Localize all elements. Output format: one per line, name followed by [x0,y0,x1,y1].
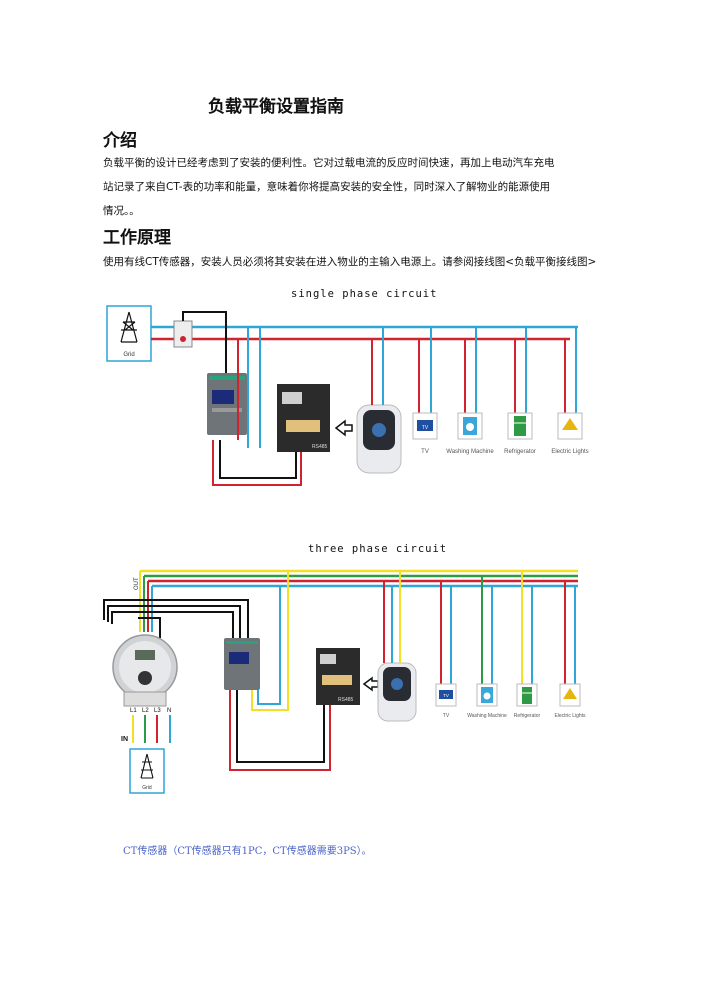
arrow-left-icon [362,676,379,692]
out-label: OUT [134,577,140,590]
power-tower-icon [140,753,154,779]
grid-label: Grid [142,785,152,791]
document-title: 负载平衡设置指南 [208,97,344,117]
arrow-left-icon [334,419,353,437]
electric-lights-label: Electric Lights [554,713,586,719]
meter-blue-wire [257,586,281,705]
intro-heading: 介绍 [103,131,137,151]
lamp-icon [563,688,577,699]
ct-clamp [180,336,186,342]
terminal-l3: L3 [154,708,161,714]
refrigerator-appliance: Refrigerator [514,683,541,719]
meter-yellow-wire [251,571,289,711]
tv-appliance: TV TV [435,683,457,719]
rs485-black-wire [219,440,297,479]
ct-wire [182,311,227,376]
tv-icon [439,690,453,699]
ev-charger [356,404,402,474]
ct-wire-1 [103,599,249,638]
tv-icon [417,420,433,431]
ev-charger [377,662,417,722]
terminal-n: N [167,708,171,714]
grid-label: Grid [123,352,134,358]
rs485-module: RS485 [316,648,360,705]
principle-paragraph: 使用有线CT传感器，安装人员必须将其安装在进入物业的主输入电源上。请参阅接线图<… [103,256,597,268]
electric-lights-appliance: Electric Lights [551,412,589,455]
rs485-label: RS485 [338,697,354,703]
washing-machine-appliance: Washing Machine [446,412,494,455]
ct-wire-4 [138,617,161,638]
refrigerator-icon [522,687,532,704]
single-phase-diagram: Grid RS485 [106,305,589,486]
washing-machine-appliance: Washing Machine [467,683,507,719]
tv-screen-label: TV [443,693,449,698]
ct-sensor-note: CT传感器（CT传感器只有1PC，CT传感器需要3PS）。 [123,846,372,857]
refrigerator-label: Refrigerator [504,449,536,455]
three-phase-diagram: OUT L1 L2 L3 N IN Grid [103,569,586,794]
washing-machine-label: Washing Machine [467,713,507,719]
tv-label: TV [443,713,450,719]
three-phase-title: three phase circuit [308,543,448,555]
principle-heading: 工作原理 [103,228,171,248]
tv-label: TV [421,449,429,455]
ct-wire-2 [107,605,241,638]
electric-lights-appliance: Electric Lights [554,683,586,719]
terminal-l2: L2 [142,708,149,714]
rs485-red-wire [229,690,331,771]
rs485-label: RS485 [312,444,328,450]
rs485-red-wire [212,440,302,486]
in-label: IN [121,736,128,743]
utility-meter [112,634,178,707]
intro-line-3: 情况。。 [103,205,140,217]
load-balance-meter [224,638,260,690]
ct-wire-3 [111,611,234,638]
power-tower-icon [120,311,138,343]
grid-box: Grid [129,748,165,794]
breaker [173,320,193,348]
intro-line-1: 负载平衡的设计已经考虑到了安装的便利性。它对过载电流的反应时间快速，再加上电动汽… [103,157,555,169]
intro-paragraph: 负载平衡的设计已经考虑到了安装的便利性。它对过载电流的反应时间快速，再加上电动汽… [103,151,603,223]
grid-box: Grid [106,305,152,362]
electric-lights-label: Electric Lights [551,449,588,455]
refrigerator-icon [514,416,526,436]
single-phase-title: single phase circuit [291,288,438,300]
tv-screen-label: TV [422,425,429,431]
washing-machine-label: Washing Machine [446,449,494,455]
rs485-module: RS485 [277,384,330,452]
lamp-icon [562,418,578,430]
tv-appliance: TV TV [412,412,438,455]
refrigerator-appliance: Refrigerator [504,412,536,455]
load-balance-meter [207,373,247,435]
rs485-black-wire [236,690,325,763]
refrigerator-label: Refrigerator [514,713,541,719]
intro-line-2: 站记录了来自CT-表的功率和能量，意味着你将提高安装的安全性，同时深入了解物业的… [103,181,551,193]
terminal-l1: L1 [130,708,137,714]
